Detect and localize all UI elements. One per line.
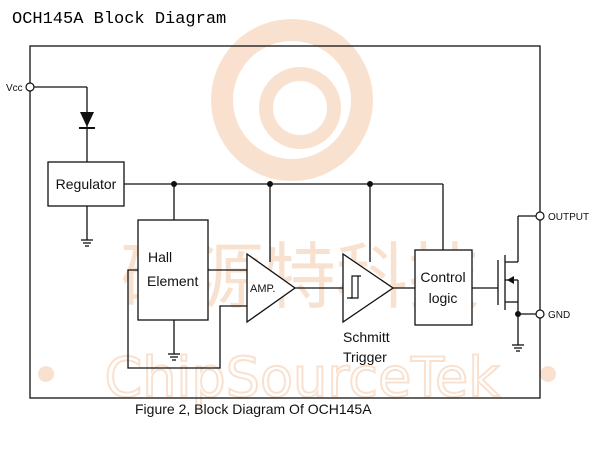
gnd-pin (535, 309, 545, 319)
figure-caption: Figure 2, Block Diagram Of OCH145A (135, 401, 372, 417)
watermark-dot-right (540, 366, 556, 382)
watermark-latin-text: ChipSourceTek (105, 346, 501, 409)
watermark: 矽源特科技 ChipSourceTek (38, 19, 556, 410)
vcc-label: Vcc (6, 83, 23, 94)
control-logic-label-line2: logic (429, 290, 458, 306)
watermark-dot-left (38, 366, 54, 382)
output-label: OUTPUT (548, 212, 589, 223)
gnd-label: GND (548, 310, 570, 321)
schmitt-trigger-label-line2: Trigger (343, 349, 387, 365)
junction-dot (367, 181, 373, 187)
hall-element-block (137, 219, 209, 321)
junction-dot (171, 181, 177, 187)
hall-element-label-line1: Hall (148, 249, 172, 265)
regulator-ground-symbol (81, 239, 93, 247)
schmitt-trigger-label-line1: Schmitt (343, 329, 390, 345)
watermark-logo-inner (259, 67, 341, 149)
output-pin (535, 211, 545, 221)
control-logic-label-line1: Control (420, 269, 465, 285)
supply-rail (124, 183, 444, 262)
hall-element-label-line2: Element (147, 273, 198, 289)
hall-ground-symbol (168, 353, 180, 361)
regulator-label: Regulator (56, 176, 117, 192)
diode-symbol (79, 112, 95, 129)
junction-dot (515, 311, 521, 317)
output-transistor-symbol (472, 215, 536, 345)
hall-amp-wiring (127, 269, 247, 369)
watermark-logo-ring (211, 19, 373, 181)
vcc-pin (25, 82, 35, 92)
chip-boundary (29, 45, 541, 399)
amplifier-label: AMP. (250, 283, 275, 295)
schmitt-trigger-triangle (342, 252, 395, 324)
diagram-title: OCH145A Block Diagram (12, 10, 227, 29)
vcc-wiring (34, 86, 88, 162)
transistor-arrow-icon (507, 276, 514, 284)
amplifier-triangle (246, 252, 297, 324)
control-logic-block (414, 249, 473, 326)
junction-dot (267, 181, 273, 187)
output-ground-symbol (512, 344, 524, 352)
hysteresis-icon (347, 275, 361, 299)
